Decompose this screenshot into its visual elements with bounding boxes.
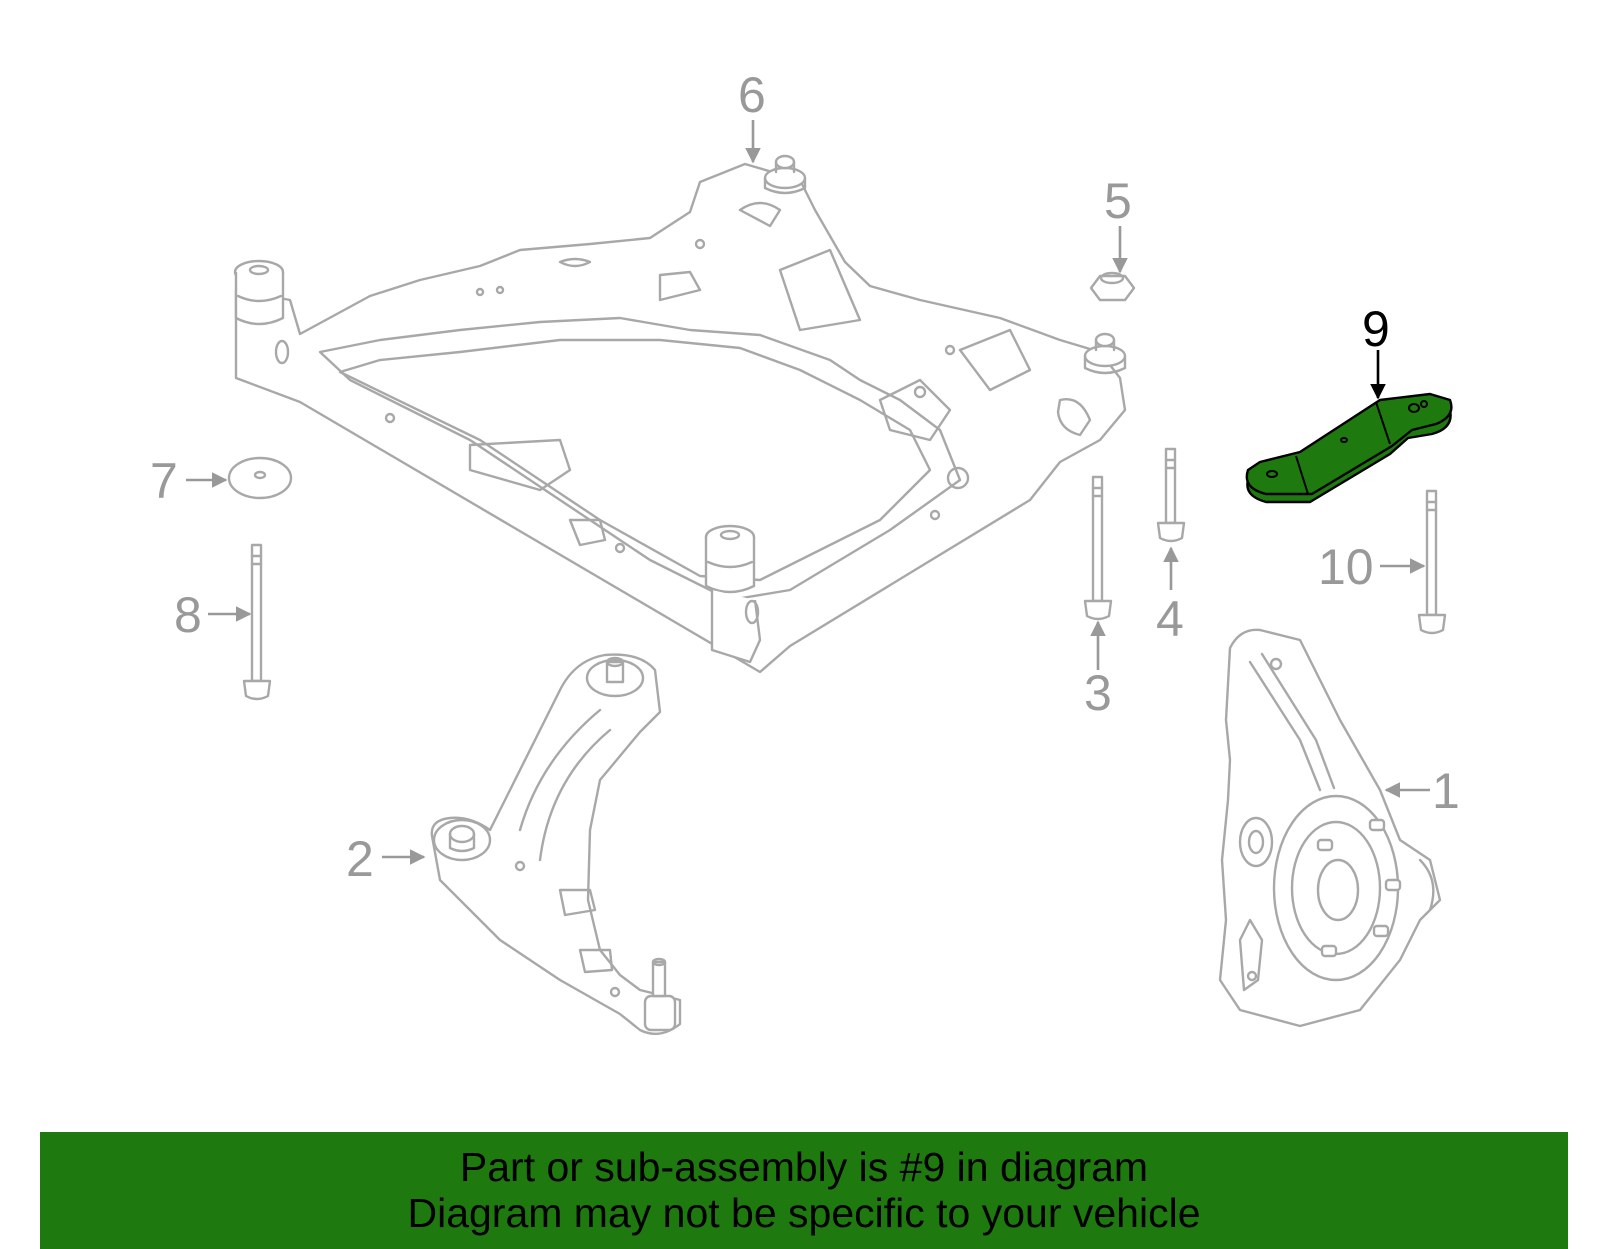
callout-1: 1 xyxy=(1432,763,1460,819)
callout-10: 10 xyxy=(1318,539,1374,595)
callout-9: 9 xyxy=(1362,301,1390,357)
callout-5: 5 xyxy=(1104,173,1132,229)
bolt-part-8[interactable] xyxy=(242,543,272,701)
callout-4: 4 xyxy=(1156,591,1184,647)
subframe-part-6[interactable] xyxy=(233,154,1127,674)
callout-6: 6 xyxy=(738,67,766,123)
banner-disclaimer-line: Diagram may not be specific to your vehi… xyxy=(407,1190,1201,1236)
control-arm-part-2[interactable] xyxy=(430,653,682,1036)
nut-part-5[interactable] xyxy=(1089,271,1136,302)
callout-3: 3 xyxy=(1084,665,1112,721)
washer-part-7[interactable] xyxy=(227,456,293,500)
banner-part-line: Part or sub-assembly is #9 in diagram xyxy=(459,1144,1149,1190)
callout-2: 2 xyxy=(346,831,374,887)
bolt-part-4[interactable] xyxy=(1156,447,1186,543)
bracket-part-9[interactable] xyxy=(1245,392,1453,504)
callout-7: 7 xyxy=(150,453,178,509)
bolt-part-3[interactable] xyxy=(1083,475,1113,621)
knuckle-part-1[interactable] xyxy=(1218,628,1442,1028)
bolt-part-10[interactable] xyxy=(1417,489,1447,635)
callout-8: 8 xyxy=(174,587,202,643)
part-info-banner: Part or sub-assembly is #9 in diagram Di… xyxy=(40,1132,1568,1249)
